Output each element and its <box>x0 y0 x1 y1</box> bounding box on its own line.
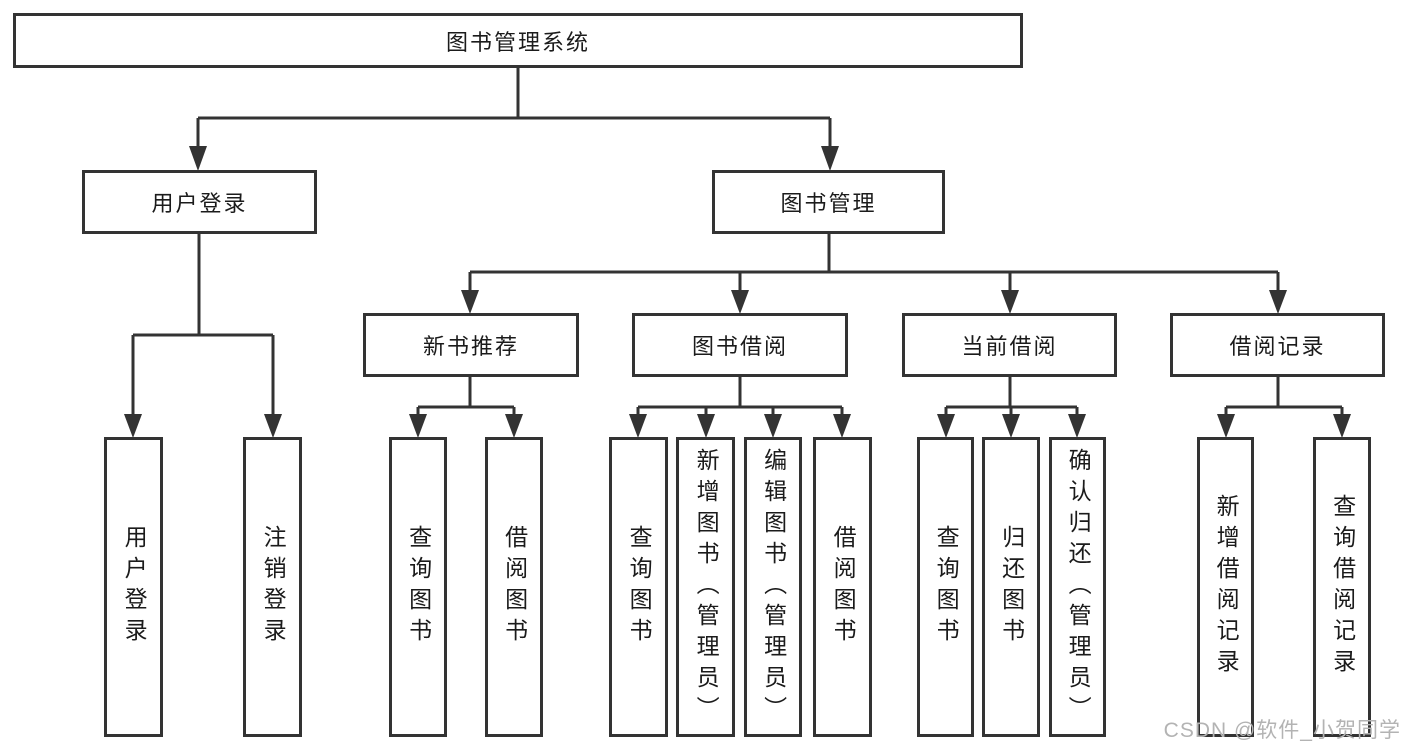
leaf-add-books-admin: 新增图书（管理员） <box>676 437 735 737</box>
leaf-query-books-current: 查询图书 <box>917 437 974 737</box>
leaf-query-books-recommend: 查询图书 <box>389 437 447 737</box>
leaf-user-login: 用户登录 <box>104 437 163 737</box>
leaf-query-borrow-record: 查询借阅记录 <box>1313 437 1371 737</box>
leaf-logout: 注销登录 <box>243 437 302 737</box>
watermark: CSDN @软件_小贺同学 <box>1163 719 1401 742</box>
node-borrow-records: 借阅记录 <box>1170 313 1385 377</box>
node-current-borrow: 当前借阅 <box>902 313 1117 377</box>
leaf-add-borrow-record: 新增借阅记录 <box>1197 437 1254 737</box>
leaf-edit-books-admin: 编辑图书（管理员） <box>744 437 802 737</box>
leaf-borrow-books: 借阅图书 <box>813 437 872 737</box>
node-book-management: 图书管理 <box>712 170 945 234</box>
leaf-return-books: 归还图书 <box>982 437 1040 737</box>
leaf-confirm-return-admin: 确认归还（管理员） <box>1049 437 1106 737</box>
node-user-login: 用户登录 <box>82 170 317 234</box>
node-library-management-system: 图书管理系统 <box>13 13 1023 68</box>
leaf-borrow-books-recommend: 借阅图书 <box>485 437 543 737</box>
leaf-query-books-borrow: 查询图书 <box>609 437 668 737</box>
node-new-book-recommend: 新书推荐 <box>363 313 579 377</box>
node-book-borrow: 图书借阅 <box>632 313 848 377</box>
